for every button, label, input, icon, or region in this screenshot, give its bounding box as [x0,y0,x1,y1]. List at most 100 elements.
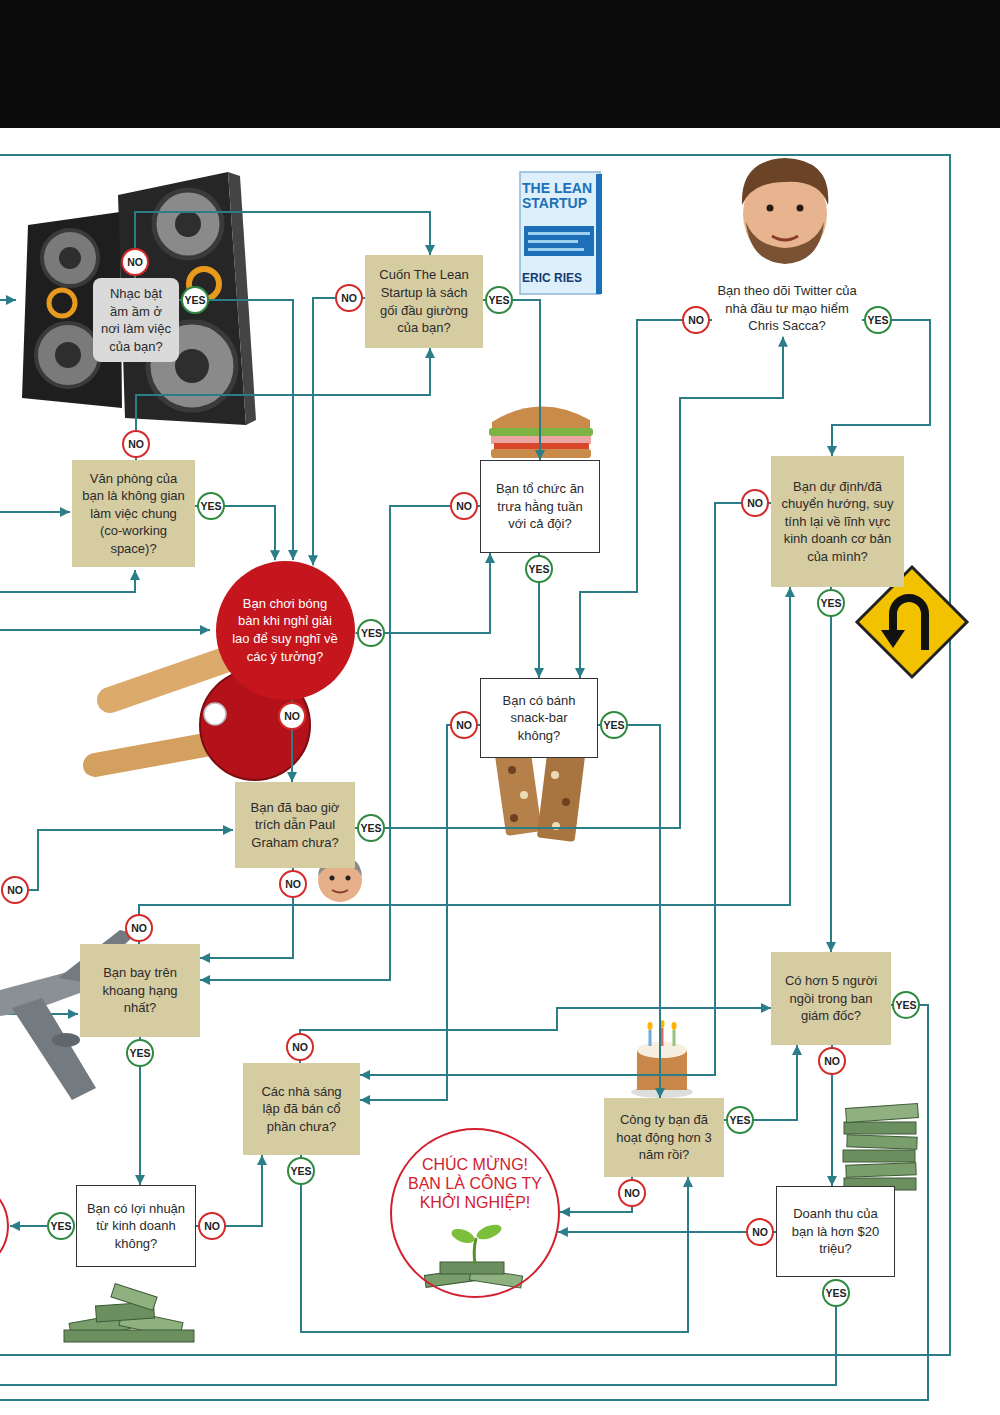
snack-bars [508,766,516,774]
money-stack [844,1122,916,1134]
question-box: Văn phòng của bạn là không gian làm việc… [72,460,195,567]
answer-badge: YES [197,492,225,520]
answer-badge: YES [892,991,920,1019]
offpage-line [0,511,70,513]
node-text: Công ty bạn đã hoạt động hơn 3 năm rồi? [612,1111,716,1164]
question-box: Cuốn The Lean Startup là sách gối đầu gi… [365,255,483,348]
flow-arrow [355,337,783,828]
answer-badge: YES [600,711,628,739]
snack-bars [494,746,542,836]
offpage-line [0,629,210,631]
question-box: Nhạc bật ầm ầm ở nơi làm việc của bạn? [93,278,179,362]
speakers [175,349,209,383]
answer-badge: NO [286,1033,314,1061]
snack-bars [510,814,518,822]
result-circle-outline [390,1128,560,1298]
startup-plant [475,1222,504,1242]
speakers [49,290,75,316]
ping-pong [95,745,205,765]
answer-badge: NO [335,284,363,312]
answer-badge: YES [126,1039,154,1067]
startup-plant [440,1262,504,1274]
answer-badge: YES [357,814,385,842]
money-stack [843,1150,915,1162]
cake [672,1022,677,1030]
answer-badge: NO [278,702,306,730]
node-text: Nhạc bật ầm ầm ở nơi làm việc của bạn? [101,285,171,355]
founder-face [346,876,351,881]
snack-bars [520,791,528,799]
offpage-line [0,155,950,1355]
snack-bars [551,771,559,779]
answer-badge: YES [822,1279,850,1307]
flow-arrow [139,587,790,944]
question-box: Bạn dự định/đã chuyển hướng, suy tính lạ… [771,456,904,587]
offpage-line [0,155,950,1400]
speakers [22,172,256,425]
answer-badge: NO [121,248,149,276]
founder-face [330,876,335,881]
speakers [55,342,81,368]
flow-arrow [558,1231,776,1233]
offpage-line [29,830,233,890]
answer-badge: NO [450,492,478,520]
flow-arrow [136,348,430,460]
question-box: Công ty bạn đã hoạt động hơn 3 năm rồi? [604,1098,724,1177]
book-cover [596,174,602,294]
book-cover [528,232,590,235]
book-title: THE LEAN STARTUP [522,181,598,210]
flow-arrow [598,725,660,1098]
question-box: Bạn đã bao giờ trích dẫn Paul Graham chư… [235,782,355,868]
startup-plant [391,1129,559,1297]
answer-badge: YES [525,555,553,583]
flow-arrow [313,298,365,565]
book-cover [524,226,594,256]
node-text: Các nhà sáng lập đã bán cổ phần chưa? [251,1083,352,1136]
investor-face [767,205,774,212]
snack-bars [562,798,570,806]
flow-arrow [360,503,771,1075]
answer-badge: YES [726,1106,754,1134]
node-text: Có hơn 5 người ngồi trong ban giám đốc? [779,972,883,1025]
book-cover [520,172,602,294]
investor-face [742,158,828,264]
speakers [175,211,201,237]
uturn-sign [881,630,905,648]
flow-arrow [301,1155,688,1332]
node-text: Bạn có lợi nhuận từ kinh doanh không? [85,1200,187,1253]
result-circle-outline [391,1129,559,1297]
cake [673,1030,676,1046]
offpage-line [0,299,16,301]
question-box: Các nhà sáng lập đã bán cổ phần chưa? [243,1063,360,1155]
book-cover [528,248,584,251]
speakers [154,190,222,258]
offpage-line [0,570,135,592]
question-circle: Bạn chơi bóng bàn khi nghỉ giải lao để s… [215,560,356,701]
sandwich [494,443,589,449]
question-box: Bạn bay trên khoang hạng nhất? [80,944,200,1037]
node-text: Bạn có bánh snack-bar không? [489,692,589,745]
money-stack [843,1104,918,1190]
flow-arrow [179,300,293,560]
question-circle-outline [215,560,356,701]
answer-badge: YES [817,589,845,617]
book-cover [528,240,578,243]
header-bar [0,0,1000,128]
question-box: Bạn có lợi nhuận từ kinh doanh không? [76,1185,196,1267]
startup-plant [474,1238,476,1264]
money-pile [111,1284,157,1311]
investor-face [742,158,828,205]
node-text: Bạn đã bao giờ trích dẫn Paul Graham chư… [243,799,347,852]
offpage-line [10,1225,47,1227]
answer-badge: NO [741,489,769,517]
answer-badge: YES [287,1157,315,1185]
question-text: Bạn theo dõi Twitter của nhà đầu tư mạo … [712,280,862,337]
answer-badge: NO [1,876,29,904]
investor-face [746,222,824,264]
question-box: Doanh thu của bạn là hơn $20 triệu? [776,1186,895,1277]
money-stack [846,1163,916,1177]
answer-badge: NO [450,711,478,739]
node-text: Văn phòng của bạn là không gian làm việc… [80,470,187,558]
answer-badge: YES [864,306,892,334]
